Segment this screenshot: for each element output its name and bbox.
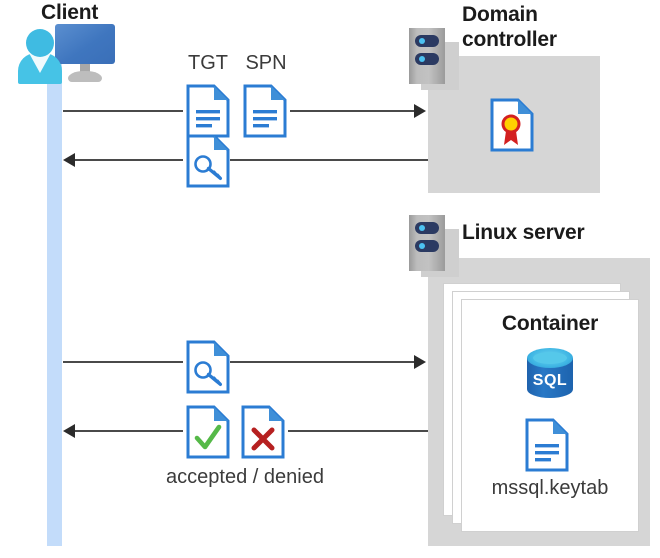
message-2-line-right <box>230 159 428 161</box>
domain-controller-server-rack-icon <box>409 28 459 90</box>
spn-document-icon <box>243 84 287 138</box>
message-3-arrowhead <box>414 355 426 369</box>
keytab-label: mssql.keytab <box>491 477 609 499</box>
client-lifeline <box>47 62 62 546</box>
message-4-arrowhead <box>63 424 75 438</box>
sql-database-icon: SQL <box>524 348 576 404</box>
message-1-arrowhead <box>414 104 426 118</box>
client-label: Client <box>41 1 99 24</box>
message-4-line-right <box>288 430 428 432</box>
message-2-arrowhead <box>63 153 75 167</box>
sql-database-label: SQL <box>532 372 568 389</box>
message-3-line-left <box>63 361 183 363</box>
domain-controller-label-line1: Domain <box>462 3 538 26</box>
accepted-denied-caption: accepted / denied <box>166 466 324 488</box>
message-1-line-right <box>290 110 414 112</box>
denied-cross-document-icon <box>241 405 285 459</box>
spn-caption: SPN <box>245 52 287 74</box>
client-workstation-icon <box>10 22 115 84</box>
message-4-line-left <box>75 430 183 432</box>
linux-server-label: Linux server <box>462 221 585 244</box>
container-label: Container <box>501 312 599 335</box>
tgt-caption: TGT <box>188 52 228 74</box>
certificate-document-icon <box>490 98 534 152</box>
tgt-document-icon <box>186 84 230 138</box>
container-card-front[interactable] <box>461 299 639 532</box>
domain-controller-label-line2: controller <box>462 28 557 51</box>
domain-controller-label: Domain controller <box>462 2 652 52</box>
linux-server-rack-icon <box>409 215 459 277</box>
message-1-line-left <box>63 110 183 112</box>
service-ticket-key-document-icon-1 <box>186 134 230 188</box>
keytab-document-icon <box>525 418 569 472</box>
accepted-check-document-icon <box>186 405 230 459</box>
message-2-line-left <box>75 159 183 161</box>
message-3-line-right <box>230 361 414 363</box>
service-ticket-key-document-icon-2 <box>186 340 230 394</box>
